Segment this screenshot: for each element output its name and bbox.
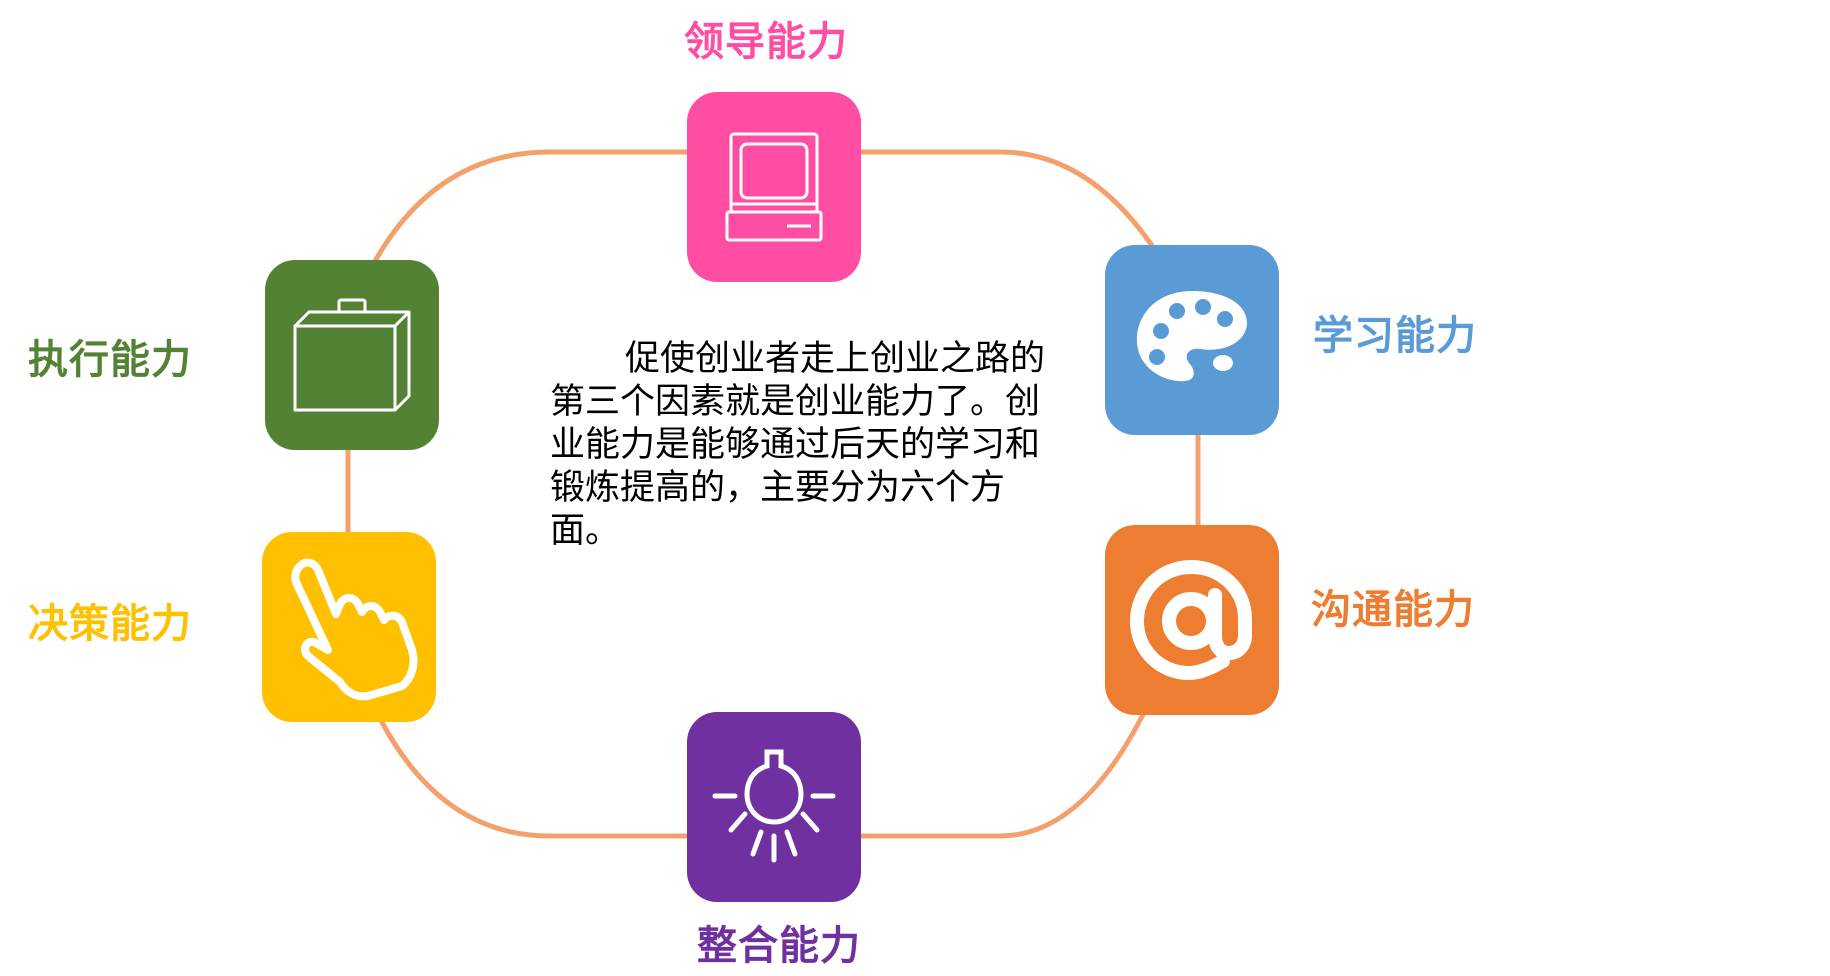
communication-tile [1105, 525, 1279, 715]
computer-icon [725, 132, 823, 242]
decision-label: 决策能力 [28, 601, 192, 647]
pointing-hand-icon [291, 558, 418, 701]
lightbulb-icon [712, 749, 836, 863]
learning-label: 学习能力 [1313, 313, 1477, 359]
at-sign-icon [1129, 559, 1252, 681]
integration-label: 整合能力 [697, 923, 861, 969]
leadership-tile [687, 92, 861, 282]
integration-tile [687, 712, 861, 902]
execution-label: 执行能力 [28, 337, 192, 383]
center-paragraph: 促使创业者走上创业之路的第三个因素就是创业能力了。创业能力是能够通过后天的学习和… [550, 339, 1046, 551]
learning-tile [1105, 245, 1279, 435]
execution-tile [265, 260, 439, 450]
palette-icon [1136, 291, 1247, 382]
briefcase-icon [293, 298, 411, 412]
communication-label: 沟通能力 [1311, 587, 1475, 633]
leadership-label: 领导能力 [684, 19, 848, 65]
decision-tile [262, 532, 436, 722]
